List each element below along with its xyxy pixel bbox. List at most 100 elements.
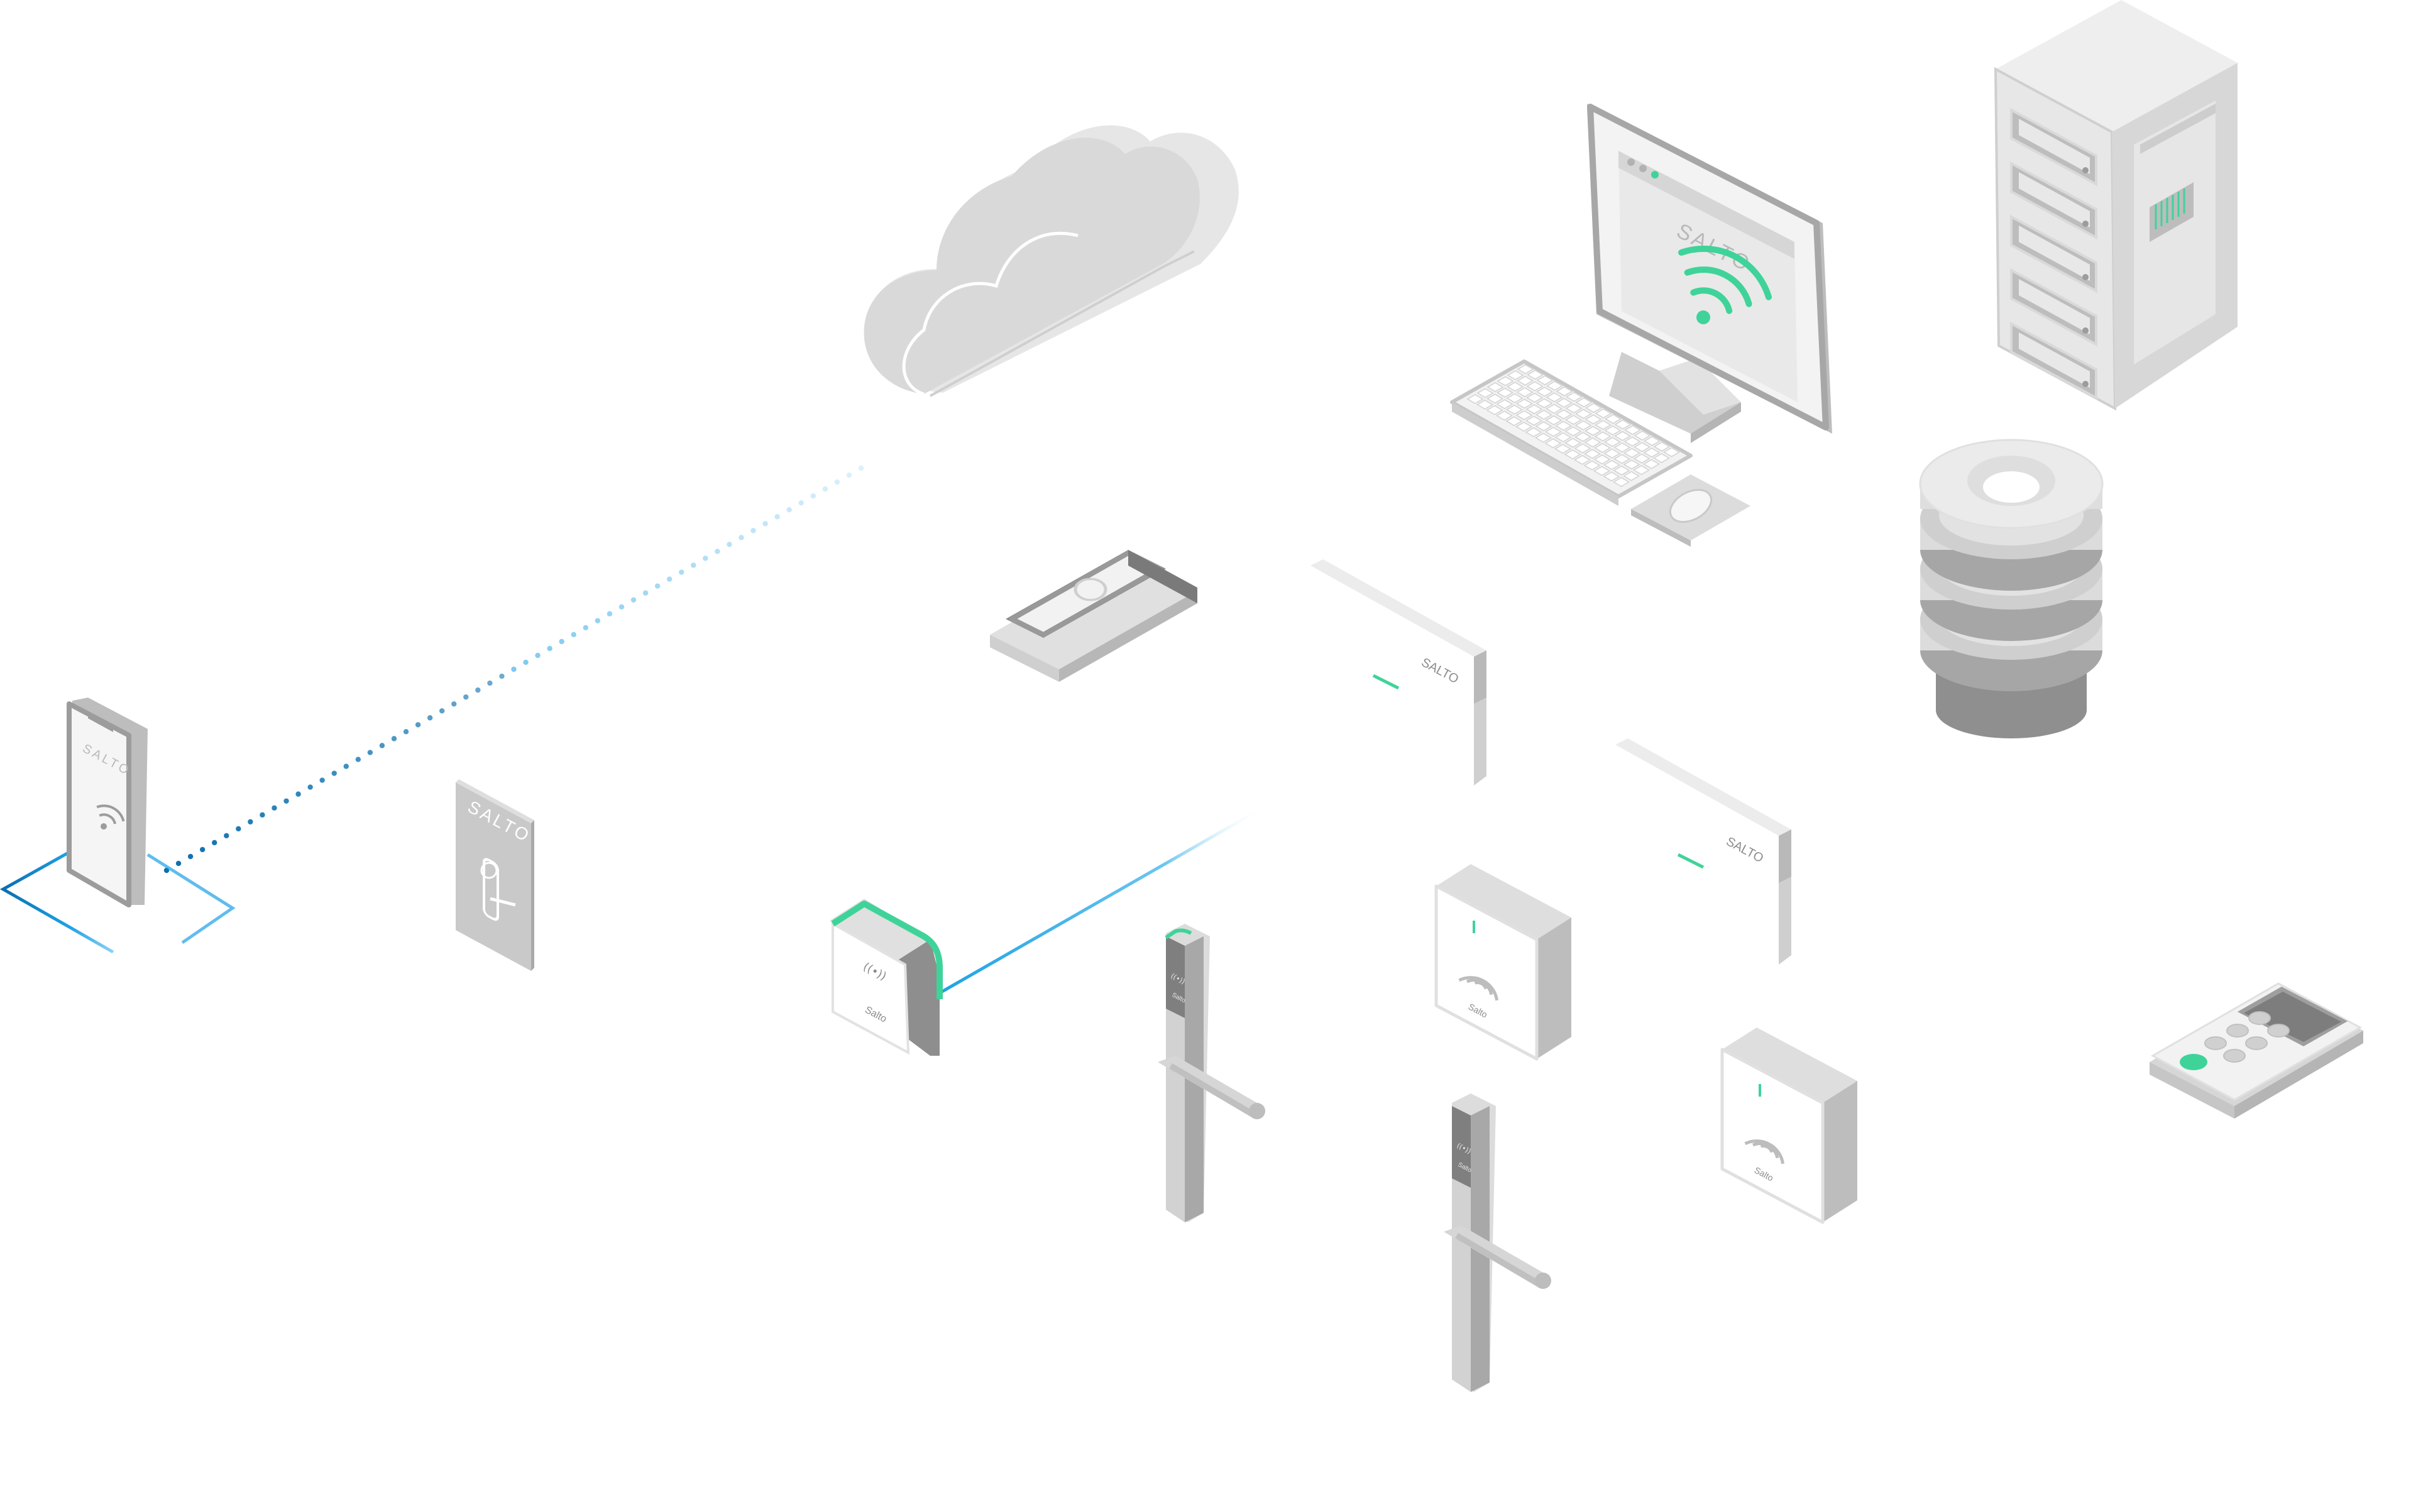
keyboard-key — [1535, 421, 1552, 432]
link-dot — [511, 666, 517, 672]
remote-button — [2223, 1049, 2246, 1063]
keyboard-key — [1527, 370, 1544, 380]
keyboard-key — [1526, 381, 1544, 392]
keyboard-icon — [1450, 359, 1693, 506]
link-dot — [355, 757, 361, 762]
link-dot — [379, 743, 385, 748]
wall-reader-icon: Salto — [1720, 1027, 1857, 1224]
link-dot — [487, 680, 493, 686]
keyboard-key — [1595, 408, 1612, 419]
keyboard-key — [1574, 454, 1591, 465]
keyboard-key — [1517, 364, 1534, 375]
keyboard-key — [1555, 420, 1572, 431]
link-dot — [739, 535, 744, 540]
keyboard-key — [1505, 416, 1523, 427]
keyboard-key — [1554, 432, 1572, 442]
keyboard-key — [1595, 420, 1612, 430]
remote-button — [2245, 1036, 2268, 1050]
keyboard-key — [1634, 430, 1651, 441]
keyboard-key — [1574, 432, 1591, 442]
link-dot — [846, 472, 852, 478]
keyboard-key — [1575, 408, 1592, 419]
keyboard-key — [1515, 410, 1533, 420]
link-dot — [762, 521, 768, 527]
keyboard-keys — [1466, 364, 1680, 487]
keyboard-key — [1585, 403, 1602, 413]
link-dot — [654, 583, 661, 589]
link-dot — [307, 784, 313, 790]
wall-reader-2-signal-icon — [1744, 1139, 1785, 1164]
keyboard-key — [1614, 430, 1631, 441]
keyboard-key — [1535, 432, 1552, 443]
link-dot — [463, 694, 469, 700]
controller-icon: SALTO — [1615, 738, 1791, 965]
keyboard-key — [1506, 393, 1524, 403]
link-dot — [691, 562, 696, 568]
link-dot — [451, 701, 457, 707]
keyboard-key — [1486, 405, 1503, 415]
server-icon — [1994, 0, 2238, 411]
wifi-icon — [1678, 245, 1772, 324]
link-dot — [343, 764, 349, 769]
drive-bay-face — [2019, 119, 2090, 174]
link-dot — [535, 652, 541, 659]
link-dot — [475, 687, 481, 693]
link-dot — [367, 750, 373, 755]
keyboard-key — [1603, 448, 1621, 459]
keyboard-key — [1546, 392, 1563, 403]
link-dot — [295, 791, 301, 797]
link-dot — [499, 673, 505, 679]
link-dot — [248, 819, 253, 824]
keyboard-key — [1497, 376, 1514, 386]
link-dot — [427, 715, 433, 721]
smartphone-icon: SALTO — [0, 698, 236, 954]
keyboard-key — [1507, 381, 1524, 392]
keyboard-key — [1486, 382, 1504, 392]
remote-button — [2248, 1011, 2271, 1025]
link-dot — [559, 638, 564, 645]
phone-zone-outline — [0, 843, 114, 954]
keyboard-key — [1593, 466, 1610, 476]
keyboard-key — [1466, 394, 1484, 404]
link-dot — [391, 736, 397, 742]
keyboard-key — [1634, 442, 1651, 452]
keyboard-key — [1496, 399, 1513, 409]
keyboard-key — [1564, 449, 1581, 459]
keyboard-key — [1536, 386, 1553, 397]
link-dot — [607, 611, 613, 616]
phone-zone-outline-right — [146, 853, 236, 945]
keyboard-key — [1584, 437, 1601, 447]
link-dot — [319, 777, 325, 783]
link-dot — [666, 576, 673, 582]
door-handle-icon: ((•)) Salto — [1158, 924, 1265, 1222]
keyboard-key — [1507, 370, 1524, 380]
keyboard-key — [1575, 397, 1593, 408]
link-dot — [331, 770, 337, 776]
link-dot — [858, 465, 864, 471]
remote-icon — [2150, 982, 2363, 1119]
keyboard-key — [1536, 375, 1554, 385]
keyboard-key — [1545, 415, 1563, 425]
keyboard-key — [1633, 453, 1651, 464]
link-dot — [236, 826, 241, 831]
link-dot — [786, 507, 792, 513]
keyboard-key — [1644, 436, 1661, 446]
keyboard-key — [1565, 403, 1583, 414]
keyboard-key — [1624, 425, 1641, 436]
keyboard-key — [1653, 453, 1670, 463]
link-dot — [727, 542, 732, 547]
drive-led — [2082, 221, 2089, 227]
link-dot — [187, 853, 194, 860]
link-dot — [834, 479, 840, 485]
keycard-icon: SALTO — [456, 779, 534, 971]
keyboard-key — [1545, 427, 1562, 437]
link-dot — [642, 590, 649, 596]
link-dot — [618, 604, 625, 610]
keyboard-key — [1525, 415, 1542, 426]
link-dot — [715, 549, 720, 554]
link-dot — [523, 659, 529, 666]
keyboard-key — [1564, 426, 1582, 437]
encoder-icon — [990, 550, 1197, 682]
keyboard-key — [1604, 437, 1621, 447]
keyboard-key — [1613, 477, 1630, 487]
